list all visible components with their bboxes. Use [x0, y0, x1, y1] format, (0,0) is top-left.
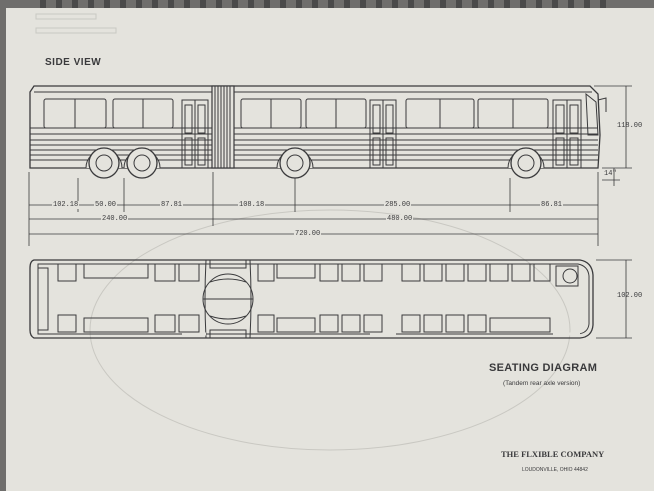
paper-page: [6, 8, 654, 491]
dimension-label: 720.00: [294, 230, 322, 238]
seating-diagram-title: SEATING DIAGRAM: [489, 362, 598, 374]
width-dimension-lines: [596, 259, 632, 339]
side-view-title: SIDE VIEW: [45, 57, 102, 68]
dimension-label: 102.18: [52, 201, 80, 209]
dimension-label: 86.81: [540, 201, 564, 209]
ground-clearance-label: 14": [604, 170, 617, 178]
seating-diagram-subtitle: (Tandem rear axle version): [503, 380, 581, 387]
dimension-label: 240.00: [101, 215, 129, 223]
height-label: 118.00: [617, 122, 643, 130]
dimension-label: 87.81: [160, 201, 184, 209]
seating-plan: [29, 259, 594, 339]
dimension-label: 50.00: [94, 201, 118, 209]
dimension-label: 480.00: [386, 215, 414, 223]
company-address: LOUDONVILLE, OHIO 44842: [522, 467, 588, 473]
width-label: 102.00: [617, 292, 643, 300]
company-name: THE FLXIBLE COMPANY: [501, 449, 605, 459]
dimension-label: 108.18: [238, 201, 266, 209]
dimension-label: 285.00: [384, 201, 412, 209]
show-through-marks: [35, 13, 571, 451]
height-dimension-lines: [594, 85, 632, 186]
binding-holes: [40, 0, 606, 8]
bus-side-view: [29, 85, 607, 179]
